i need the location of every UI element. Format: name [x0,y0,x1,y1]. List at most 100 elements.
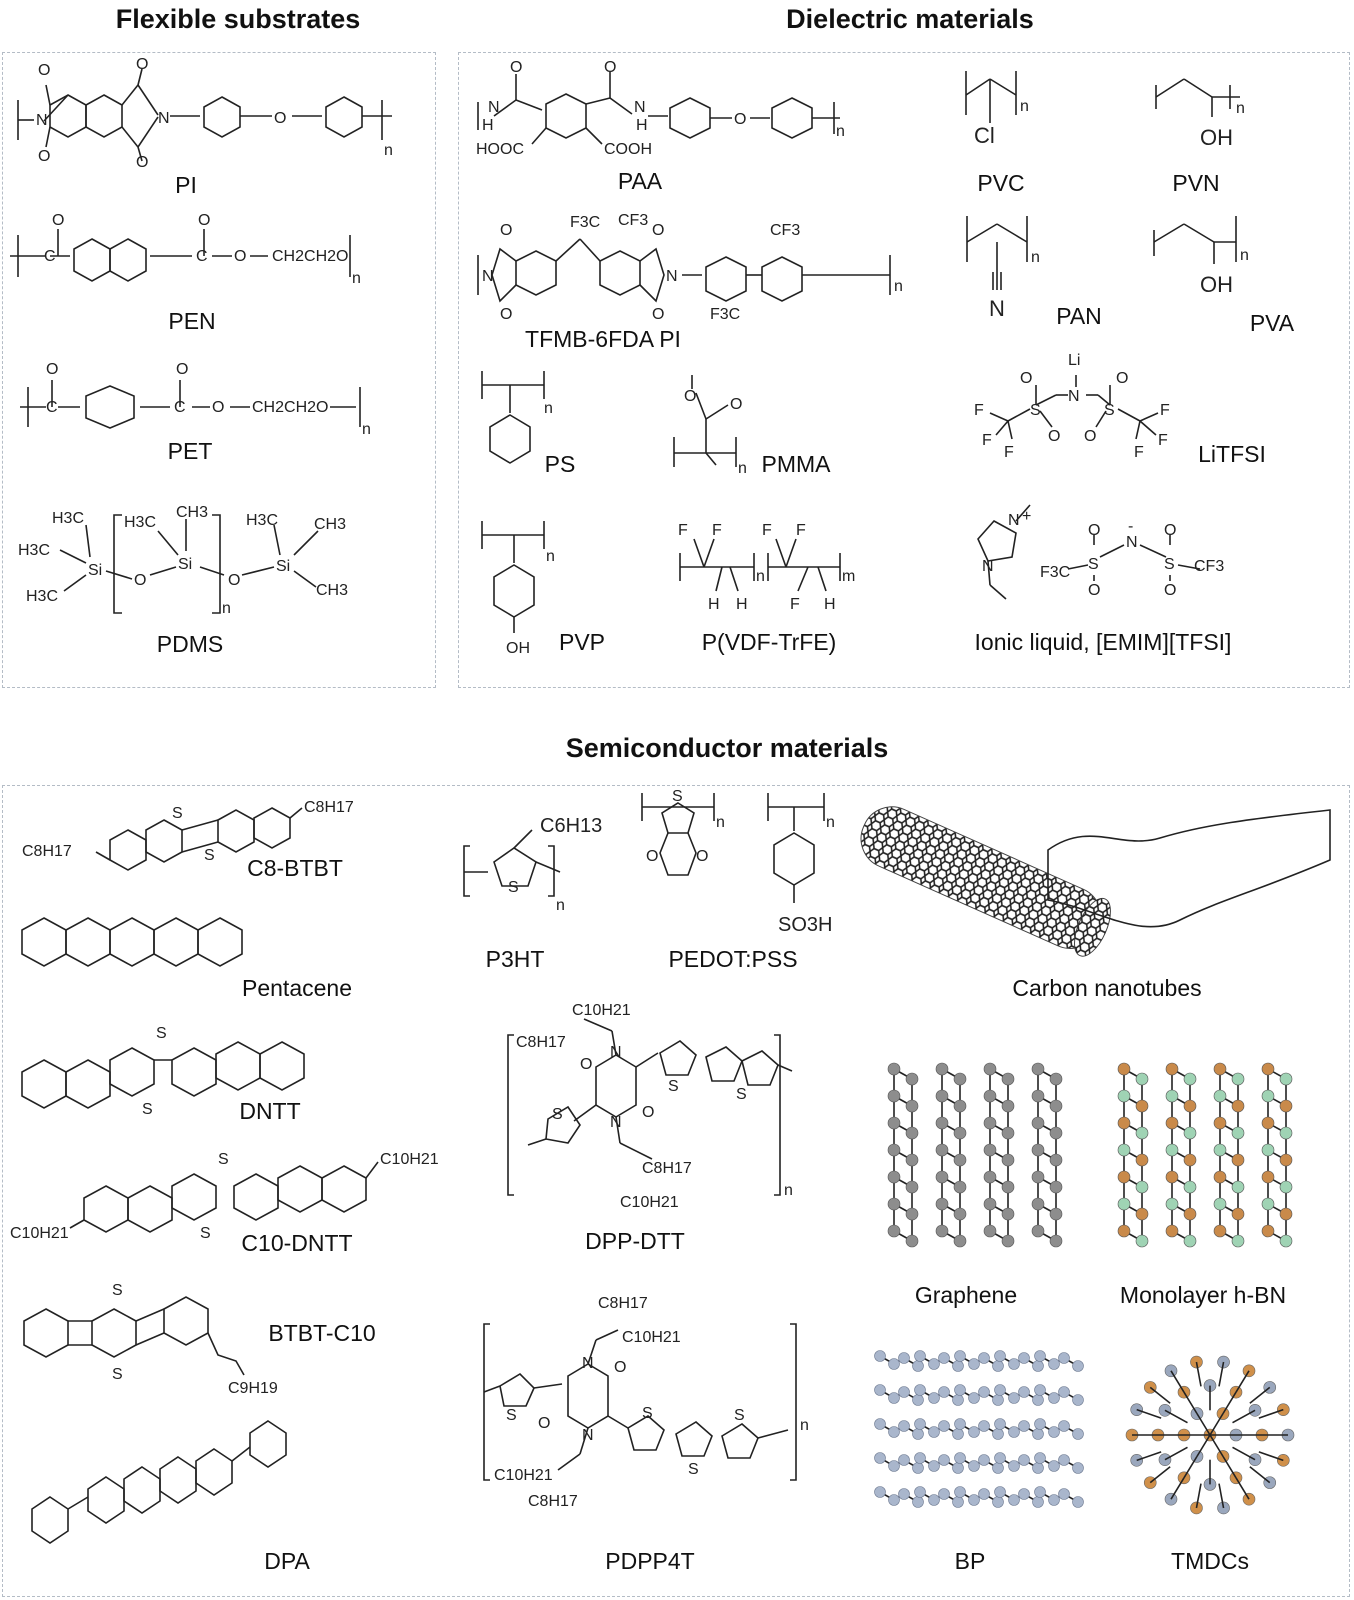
lattice-atom [1279,1207,1293,1221]
lattice-atom [978,1488,990,1500]
pvdf-f-label: F [712,522,722,539]
lattice-atom [888,1426,900,1438]
lattice-atom [887,1062,901,1076]
lattice-atom [954,1350,966,1362]
tfmb-cf3-label: CF3 [618,212,648,229]
lattice-atom [954,1486,966,1498]
lattice-atom [935,1143,949,1157]
lattice-atom [953,1099,967,1113]
lattice-atom [1261,1116,1275,1130]
ionic-o-label: O [1164,582,1176,599]
lattice-atom [1031,1089,1045,1103]
lattice-atom [1001,1234,1015,1248]
lattice-atom [1231,1234,1245,1248]
ionic-n-label: N [982,558,994,575]
tmdcs-image [1125,1355,1295,1515]
lattice-atom [935,1116,949,1130]
pvc-structure: n Cl [965,71,1029,148]
pen-label: PEN [168,308,216,334]
lattice-atom [1032,1462,1044,1474]
lattice-atom [912,1428,924,1440]
lattice-atom [1018,1488,1030,1500]
lattice-atom [952,1496,964,1508]
lattice-atom [994,1486,1006,1498]
litfsi-n-label: N [1068,388,1080,405]
lattice-atom [1279,1234,1293,1248]
lattice-atom [935,1089,949,1103]
lattice-atom [1031,1170,1045,1184]
ps-n-index: n [544,400,553,417]
dpp-dtt-o-label: O [580,1056,592,1073]
dpp-dtt-s-label: S [736,1086,747,1103]
lattice-atom [1008,1358,1020,1370]
c10-dntt-label: C10-DNTT [241,1230,353,1256]
lattice-atom [968,1426,980,1438]
pvc-n-index: n [1020,98,1029,115]
lattice-atom [1034,1350,1046,1362]
lattice-atom [1031,1224,1045,1238]
lattice-atom [1072,1496,1084,1508]
pvc-label: PVC [977,170,1025,196]
lattice-atom [912,1360,924,1372]
dpa-structure [31,1420,287,1544]
pen-c-label: C [44,248,56,265]
dpp-dtt-c8h17-label: C8H17 [516,1034,566,1051]
pdms-si-label: Si [178,556,192,573]
ionic-o-label: O [1088,522,1100,539]
lattice-atom [1261,1089,1275,1103]
lattice-atom [905,1099,919,1113]
lattice-atom [1261,1170,1275,1184]
lattice-atom [1049,1099,1063,1113]
pdms-label: PDMS [156,631,224,657]
pdpp4t-c10h21-label: C10H21 [494,1467,553,1484]
dpp-dtt-s-label: S [668,1078,679,1095]
c10-dntt-c10h21-label: C10H21 [10,1225,69,1242]
lattice-atom [1049,1180,1063,1194]
lattice-atom [1231,1099,1245,1113]
litfsi-structure: Li N O O S S O O F F F F F F [974,352,1170,461]
tfmb-n-label: N [666,268,678,285]
c8-btbt-c8h17-label: C8H17 [22,843,72,860]
pedot-o-label: O [646,848,658,865]
c8-btbt-c8h17-label: C8H17 [304,799,354,816]
lattice-atom [1164,1364,1178,1378]
lattice-atom [1135,1207,1149,1221]
lattice-atom [1165,1224,1179,1238]
pmma-n-index: n [738,460,747,477]
lattice-atom [1261,1224,1275,1238]
litfsi-s-label: S [1030,402,1041,419]
lattice-atom [905,1126,919,1140]
lattice-atom [935,1224,949,1238]
lattice-atom [938,1454,950,1466]
litfsi-f-label: F [1134,444,1144,461]
pvdf-f-label: F [790,596,800,613]
lattice-atom [1058,1420,1070,1432]
lattice-atom [1072,1394,1084,1406]
litfsi-li-label: Li [1068,352,1080,369]
lattice-atom [983,1170,997,1184]
pvdf-f-label: F [678,522,688,539]
lattice-atom [874,1452,886,1464]
lattice-atom [1049,1153,1063,1167]
pet-c-label: C [46,399,58,416]
lattice-atom [1261,1062,1275,1076]
ionic-liquid-structure: N + N N - O O S S O O F3C CF3 [977,504,1224,600]
lattice-atom [1048,1358,1060,1370]
btbt-c10-s-label: S [112,1282,123,1299]
lattice-atom [1049,1126,1063,1140]
litfsi-label: LiTFSI [1198,441,1266,467]
ps-structure: n [481,371,553,464]
paa-o-label: O [510,59,522,76]
lattice-atom [1058,1454,1070,1466]
btbt-c10-s-label: S [112,1366,123,1383]
dielectric-materials-title: Dielectric materials [786,4,1034,34]
lattice-atom [1117,1197,1131,1211]
pdms-ch3-label: CH3 [176,504,208,521]
lattice-atom [968,1392,980,1404]
monolayer-hbn-label: Monolayer h-BN [1119,1282,1287,1308]
litfsi-s-label: S [1104,402,1115,419]
lattice-atom [1048,1460,1060,1472]
pvp-oh-label: OH [506,640,530,657]
pdms-ch3-label: CH3 [316,582,348,599]
lattice-atom [983,1143,997,1157]
